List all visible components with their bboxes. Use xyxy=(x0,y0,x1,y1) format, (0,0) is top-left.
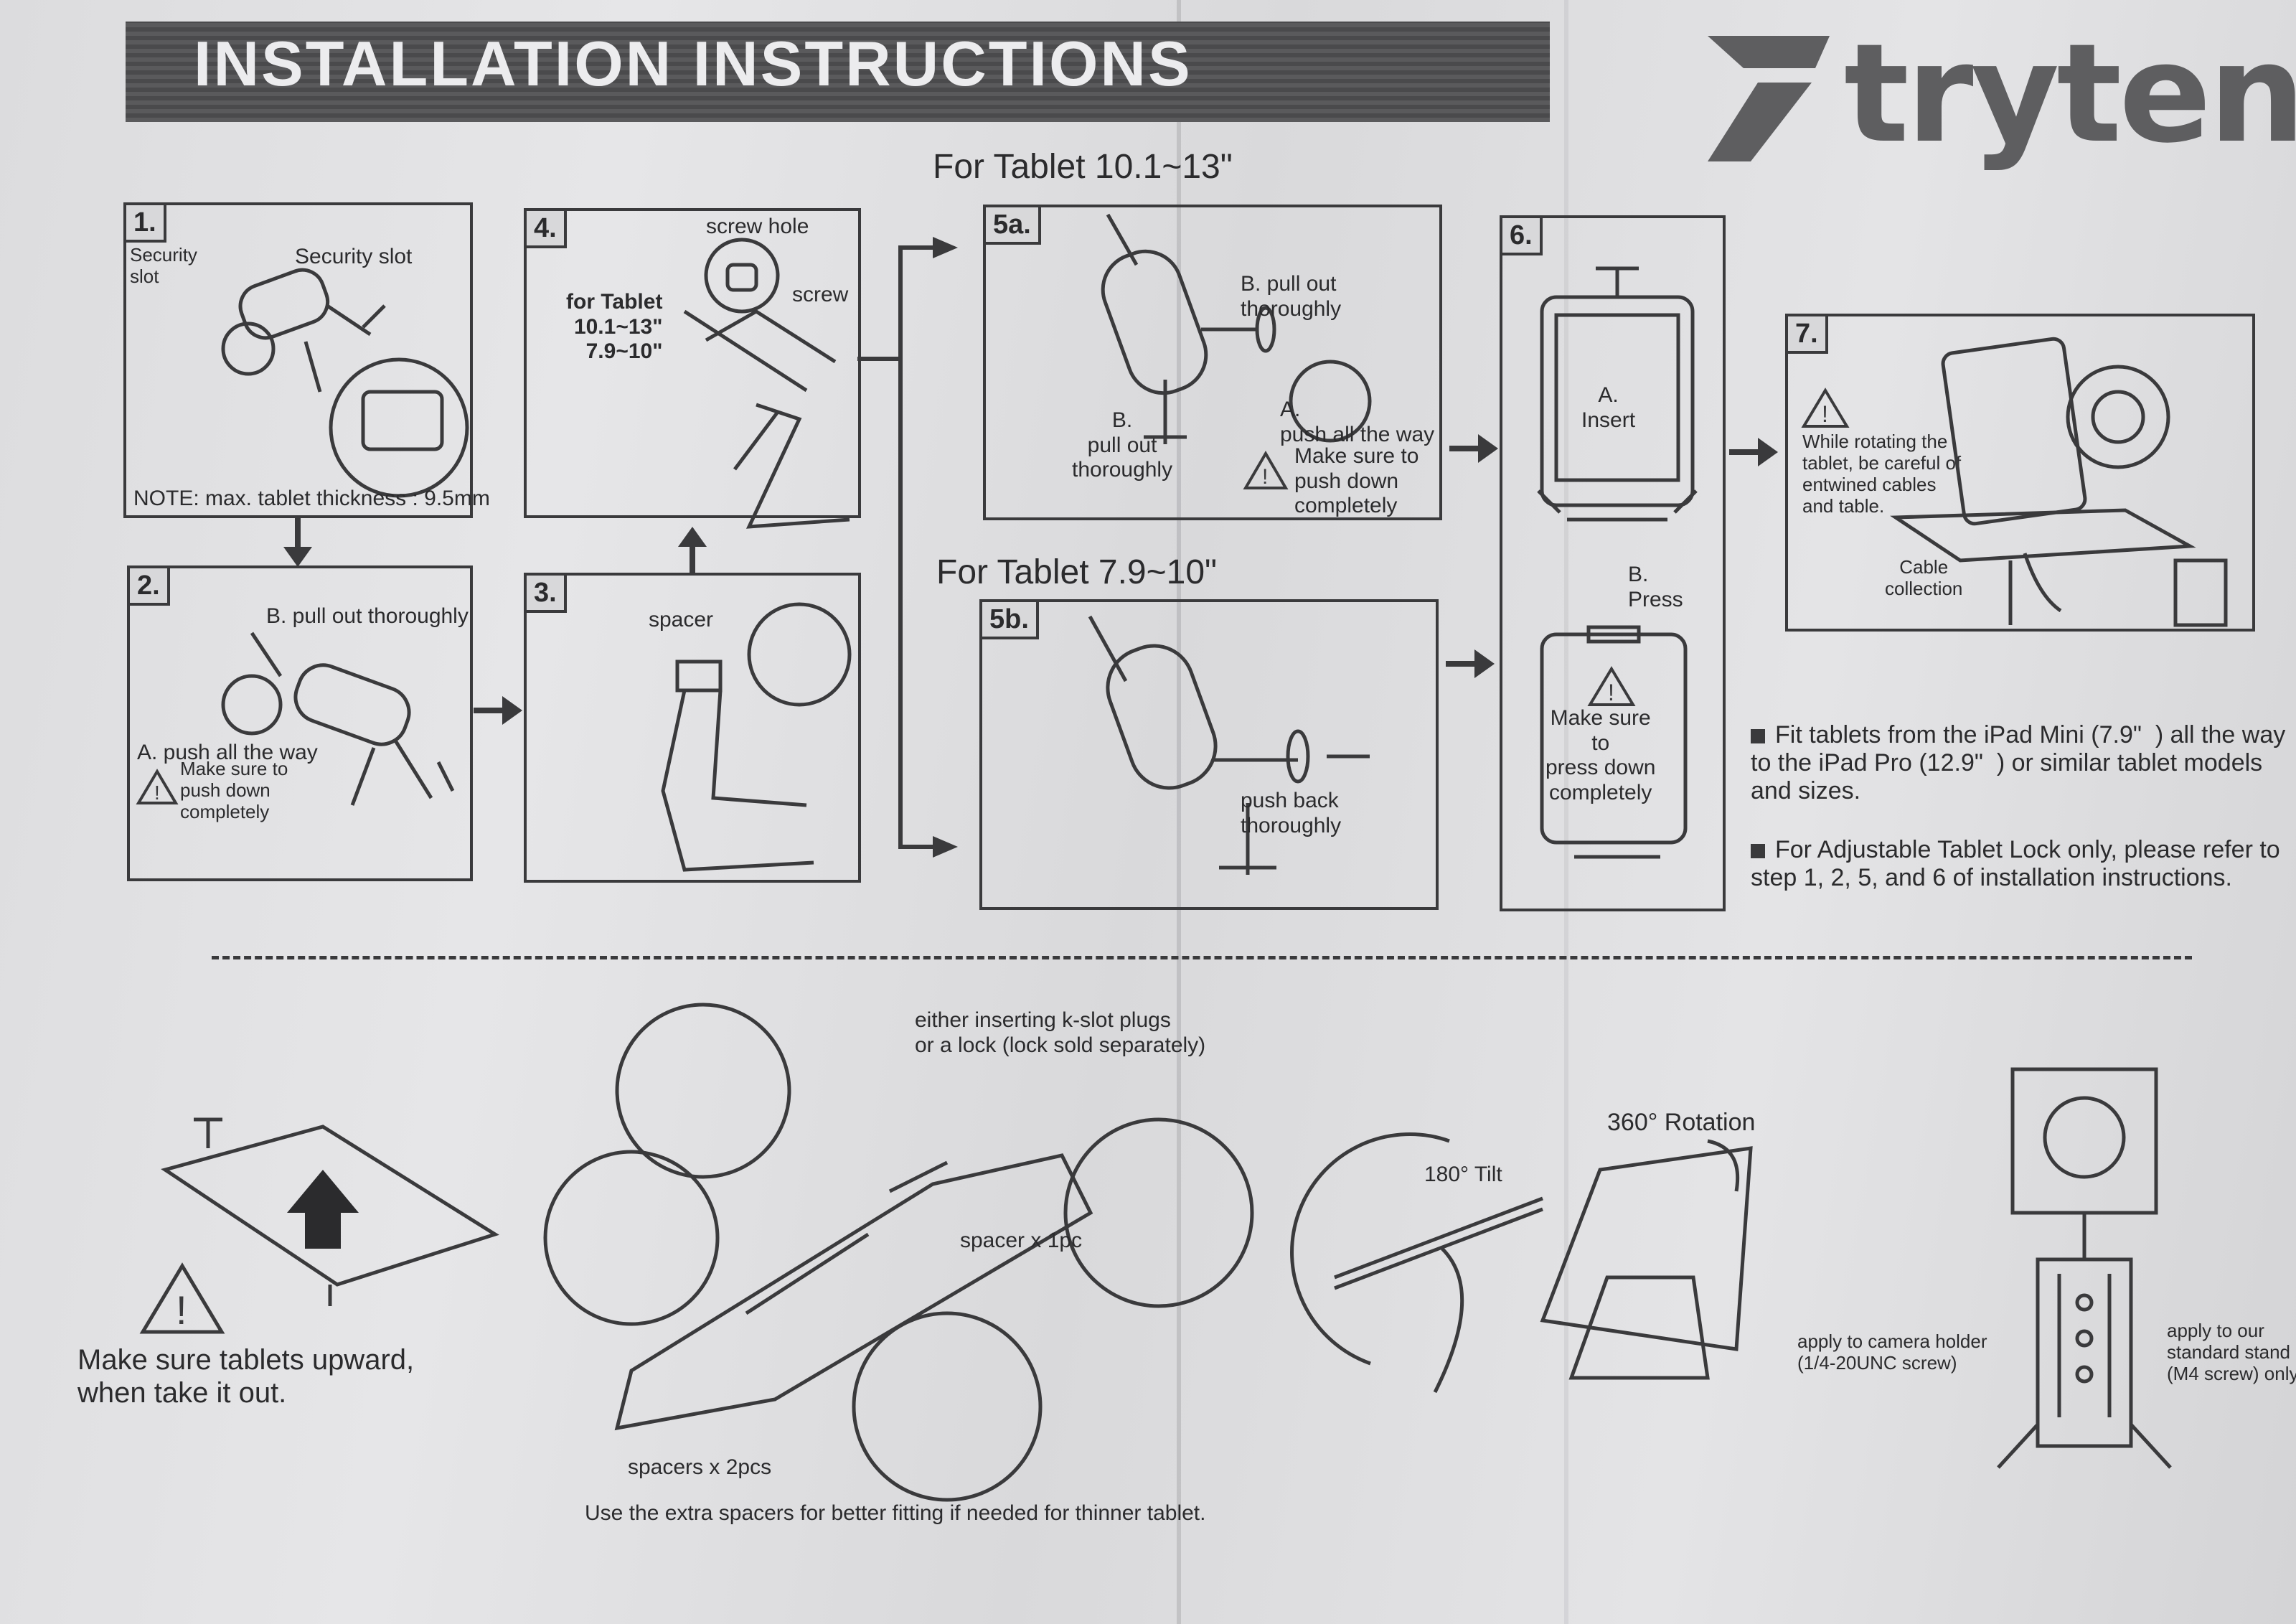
extra-spacers-note: Use the extra spacers for better fitting… xyxy=(585,1501,1206,1525)
step-5a-panel: 5a. B. pull out thoroughly B. pull out t… xyxy=(983,205,1442,520)
step-2-panel: 2. B. pull out thoroughly A. push all th… xyxy=(127,565,473,881)
svg-text:!: ! xyxy=(1262,465,1268,489)
warning-triangle-icon: ! xyxy=(1587,666,1636,706)
bracket-illustration xyxy=(221,632,455,806)
warning-triangle-icon: ! xyxy=(1243,451,1289,489)
screw-label: screw xyxy=(792,283,849,306)
pull-out-label: B. pull out thoroughly xyxy=(1072,408,1173,482)
warning-triangle-icon: ! xyxy=(139,1262,225,1334)
adapter-plate-illustration xyxy=(1997,1067,2172,1469)
step-number: 7. xyxy=(1785,314,1828,354)
push-down-warning: Make sure to push down completely xyxy=(1294,444,1419,517)
tablet-size-heading: For Tablet 7.9~10" xyxy=(936,553,1218,591)
screw-hole-label: screw hole xyxy=(706,215,809,238)
compatibility-note: Fit tablets from the iPad Mini (7.9" ) a… xyxy=(1751,721,2285,805)
insert-label: A. Insert xyxy=(1581,383,1636,432)
arrow-right-icon xyxy=(474,696,522,725)
pull-out-label: B. pull out thoroughly xyxy=(1241,272,1342,321)
svg-text:!: ! xyxy=(1822,401,1828,427)
step-number: 5b. xyxy=(979,599,1039,639)
title-banner xyxy=(126,22,1550,122)
step-number: 6. xyxy=(1500,215,1543,255)
tryten-logo-icon xyxy=(1708,36,1830,161)
security-slot-label: Security slot xyxy=(130,244,197,287)
bullet-icon xyxy=(1751,729,1765,744)
push-all-label: A. push all the way xyxy=(137,741,318,764)
tilt-label: 180° Tilt xyxy=(1424,1163,1502,1186)
press-down-warning: Make sure to press down completely xyxy=(1545,706,1656,804)
step-5b-panel: 5b. push back thoroughly xyxy=(979,599,1439,910)
step-number: 4. xyxy=(524,208,567,248)
step-1-panel: 1. Security slot Security slot NOTE: max… xyxy=(123,202,490,518)
adjustable-lock-note: For Adjustable Tablet Lock only, please … xyxy=(1751,836,2280,892)
tablet-insert-illustration xyxy=(1537,266,1698,522)
svg-text:!: ! xyxy=(176,1287,187,1333)
paper-fold xyxy=(1177,0,1181,1624)
arrow-up-icon xyxy=(678,527,707,576)
step-4-panel: 4. screw hole screw for Tablet 10.1~13" … xyxy=(524,208,861,529)
push-all-label: A. push all the way xyxy=(1280,398,1435,446)
bullet-icon xyxy=(1751,844,1765,859)
camera-holder-label: apply to camera holder (1/4-20UNC screw) xyxy=(1797,1330,1987,1374)
bracket-illustration xyxy=(1088,615,1370,875)
push-back-label: push back thoroughly xyxy=(1241,789,1342,837)
step-6-panel: 6. A. Insert B. Press ! Make sure to pre… xyxy=(1500,215,1726,911)
svg-text:!: ! xyxy=(1608,680,1614,705)
cable-collection-label: Cable collection xyxy=(1885,556,1963,599)
paper-fold xyxy=(1564,0,1568,1624)
stand-illustration xyxy=(661,602,852,872)
spacer-assembly-illustration xyxy=(543,1003,1254,1502)
section-divider xyxy=(212,956,2192,959)
arrow-right-icon xyxy=(1449,434,1498,463)
step-number: 2. xyxy=(127,565,170,606)
mount-illustration xyxy=(683,238,850,529)
tablet-press-illustration xyxy=(1540,625,1688,859)
warning-triangle-icon: ! xyxy=(136,769,179,804)
flow-connector xyxy=(857,237,958,858)
step-number: 1. xyxy=(123,202,166,243)
tablet-size-label: for Tablet 10.1~13" 7.9~10" xyxy=(566,290,663,363)
tilt-rotation-illustration xyxy=(1290,1132,1753,1394)
page-title: INSTALLATION INSTRUCTIONS xyxy=(194,28,1192,99)
rotation-label: 360° Rotation xyxy=(1607,1109,1756,1136)
standard-stand-label: apply to our standard stand (M4 screw) o… xyxy=(2167,1320,2296,1384)
spacer-count-label: spacer x 1pc xyxy=(960,1229,1083,1252)
arrow-right-icon xyxy=(1729,438,1778,466)
max-thickness-note: NOTE: max. tablet thickness : 9.5mm xyxy=(133,487,490,510)
brand-logo: tryten xyxy=(1844,14,2296,173)
tablets-upward-warning: Make sure tablets upward, when take it o… xyxy=(77,1344,415,1409)
kslot-note: either inserting k-slot plugs or a lock … xyxy=(915,1008,1206,1057)
spacer-label: spacer xyxy=(649,608,714,632)
spacers-count-label: spacers x 2pcs xyxy=(628,1455,772,1479)
step-3-panel: 3. spacer xyxy=(524,573,861,883)
lock-bracket-illustration xyxy=(221,268,469,498)
svg-text:!: ! xyxy=(154,782,160,804)
security-slot-label: Security slot xyxy=(295,245,413,268)
tablet-upward-illustration xyxy=(161,1117,499,1306)
press-label: B. Press xyxy=(1628,563,1683,611)
bracket-illustration xyxy=(1101,213,1372,444)
step-7-panel: 7. ! While rotating the tablet, be caref… xyxy=(1785,314,2255,632)
warning-triangle-icon: ! xyxy=(1801,388,1850,428)
note-text: For Adjustable Tablet Lock only, please … xyxy=(1751,836,2280,892)
rotation-warning: While rotating the tablet, be careful of… xyxy=(1802,431,1962,517)
step-number: 3. xyxy=(524,573,567,613)
arrow-right-icon xyxy=(1446,649,1495,678)
tablet-on-desk-illustration xyxy=(1890,337,2228,627)
pull-out-label: B. pull out thoroughly xyxy=(266,604,469,628)
note-text: Fit tablets from the iPad Mini (7.9" ) a… xyxy=(1751,721,2286,805)
arrow-down-icon xyxy=(283,518,312,567)
push-down-warning: Make sure to push down completely xyxy=(180,758,288,822)
tablet-size-heading: For Tablet 10.1~13" xyxy=(933,148,1233,186)
step-number: 5a. xyxy=(983,205,1041,245)
